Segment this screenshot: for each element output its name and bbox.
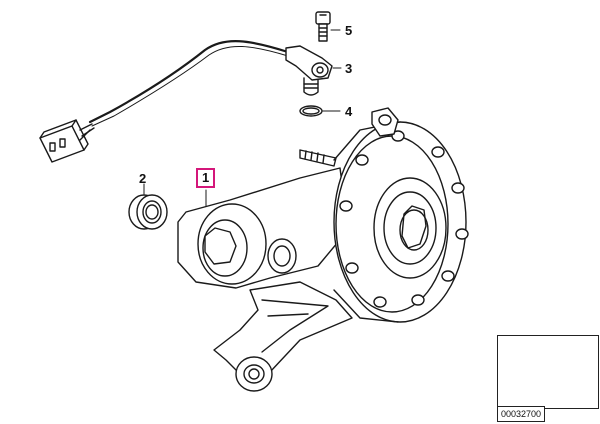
callout-part-4: 4 [345,104,353,119]
callout-part-2: 2 [139,171,147,186]
location-thumbnail-frame [497,335,599,409]
callout-part-5: 5 [345,23,353,38]
o-ring-part [299,105,341,117]
callout-part-1-highlighted[interactable]: 1 [196,168,216,188]
shaft-seal-part [128,183,168,230]
callout-part-3: 3 [345,61,353,76]
diagram-reference-number: 00032700 [497,406,545,422]
final-drive-housing-part [177,107,469,392]
bolt-part [315,11,341,42]
speed-sensor-part [39,40,342,163]
